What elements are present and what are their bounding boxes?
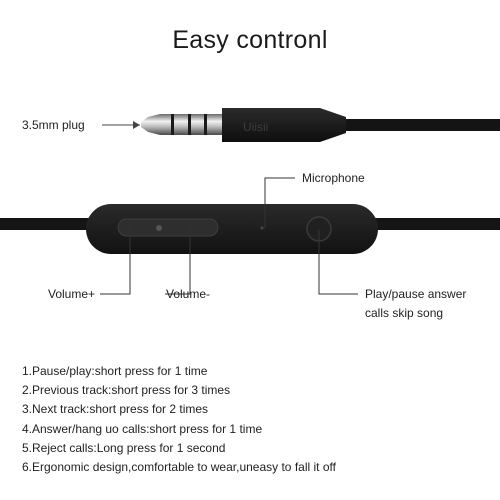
list-item: 5.Reject calls:Long press for 1 second (22, 440, 226, 455)
remote-cable-left (0, 218, 96, 230)
list-item: 1.Pause/play:short press for 1 time (22, 364, 208, 378)
remote-cable-right (370, 218, 500, 230)
volume-down-label: Volume- (166, 287, 211, 301)
remote-body (86, 204, 378, 254)
brand-logo: Uiisii (243, 120, 268, 134)
list-item: 4.Answer/hang uo calls:short press for 1… (22, 421, 263, 436)
volume-rocker (117, 218, 219, 237)
rocker-dot-icon (156, 225, 162, 231)
list-item: 3.Next track:short press for 2 times (22, 402, 209, 417)
play-pause-label-line1: Play/pause answer (365, 287, 467, 301)
instruction-list: 1.Pause/play:short press for 1 time 2.Pr… (22, 362, 336, 477)
play-pause-label-line2: calls skip song (365, 306, 444, 320)
plug-label: 3.5mm plug (22, 118, 85, 132)
plug-connector-icon (141, 114, 222, 135)
plug-cable (340, 119, 500, 131)
page-title: Easy contronl (172, 26, 328, 54)
list-item: 6.Ergonomic design,comfortable to wear,u… (22, 459, 336, 474)
callout-lines (100, 177, 358, 295)
microphone-hole-icon (260, 226, 264, 230)
microphone-label: Microphone (302, 171, 365, 185)
plug-body (222, 108, 346, 142)
list-item: 2.Previous track:short press for 3 times (22, 383, 231, 398)
volume-up-label: Volume+ (48, 287, 96, 301)
